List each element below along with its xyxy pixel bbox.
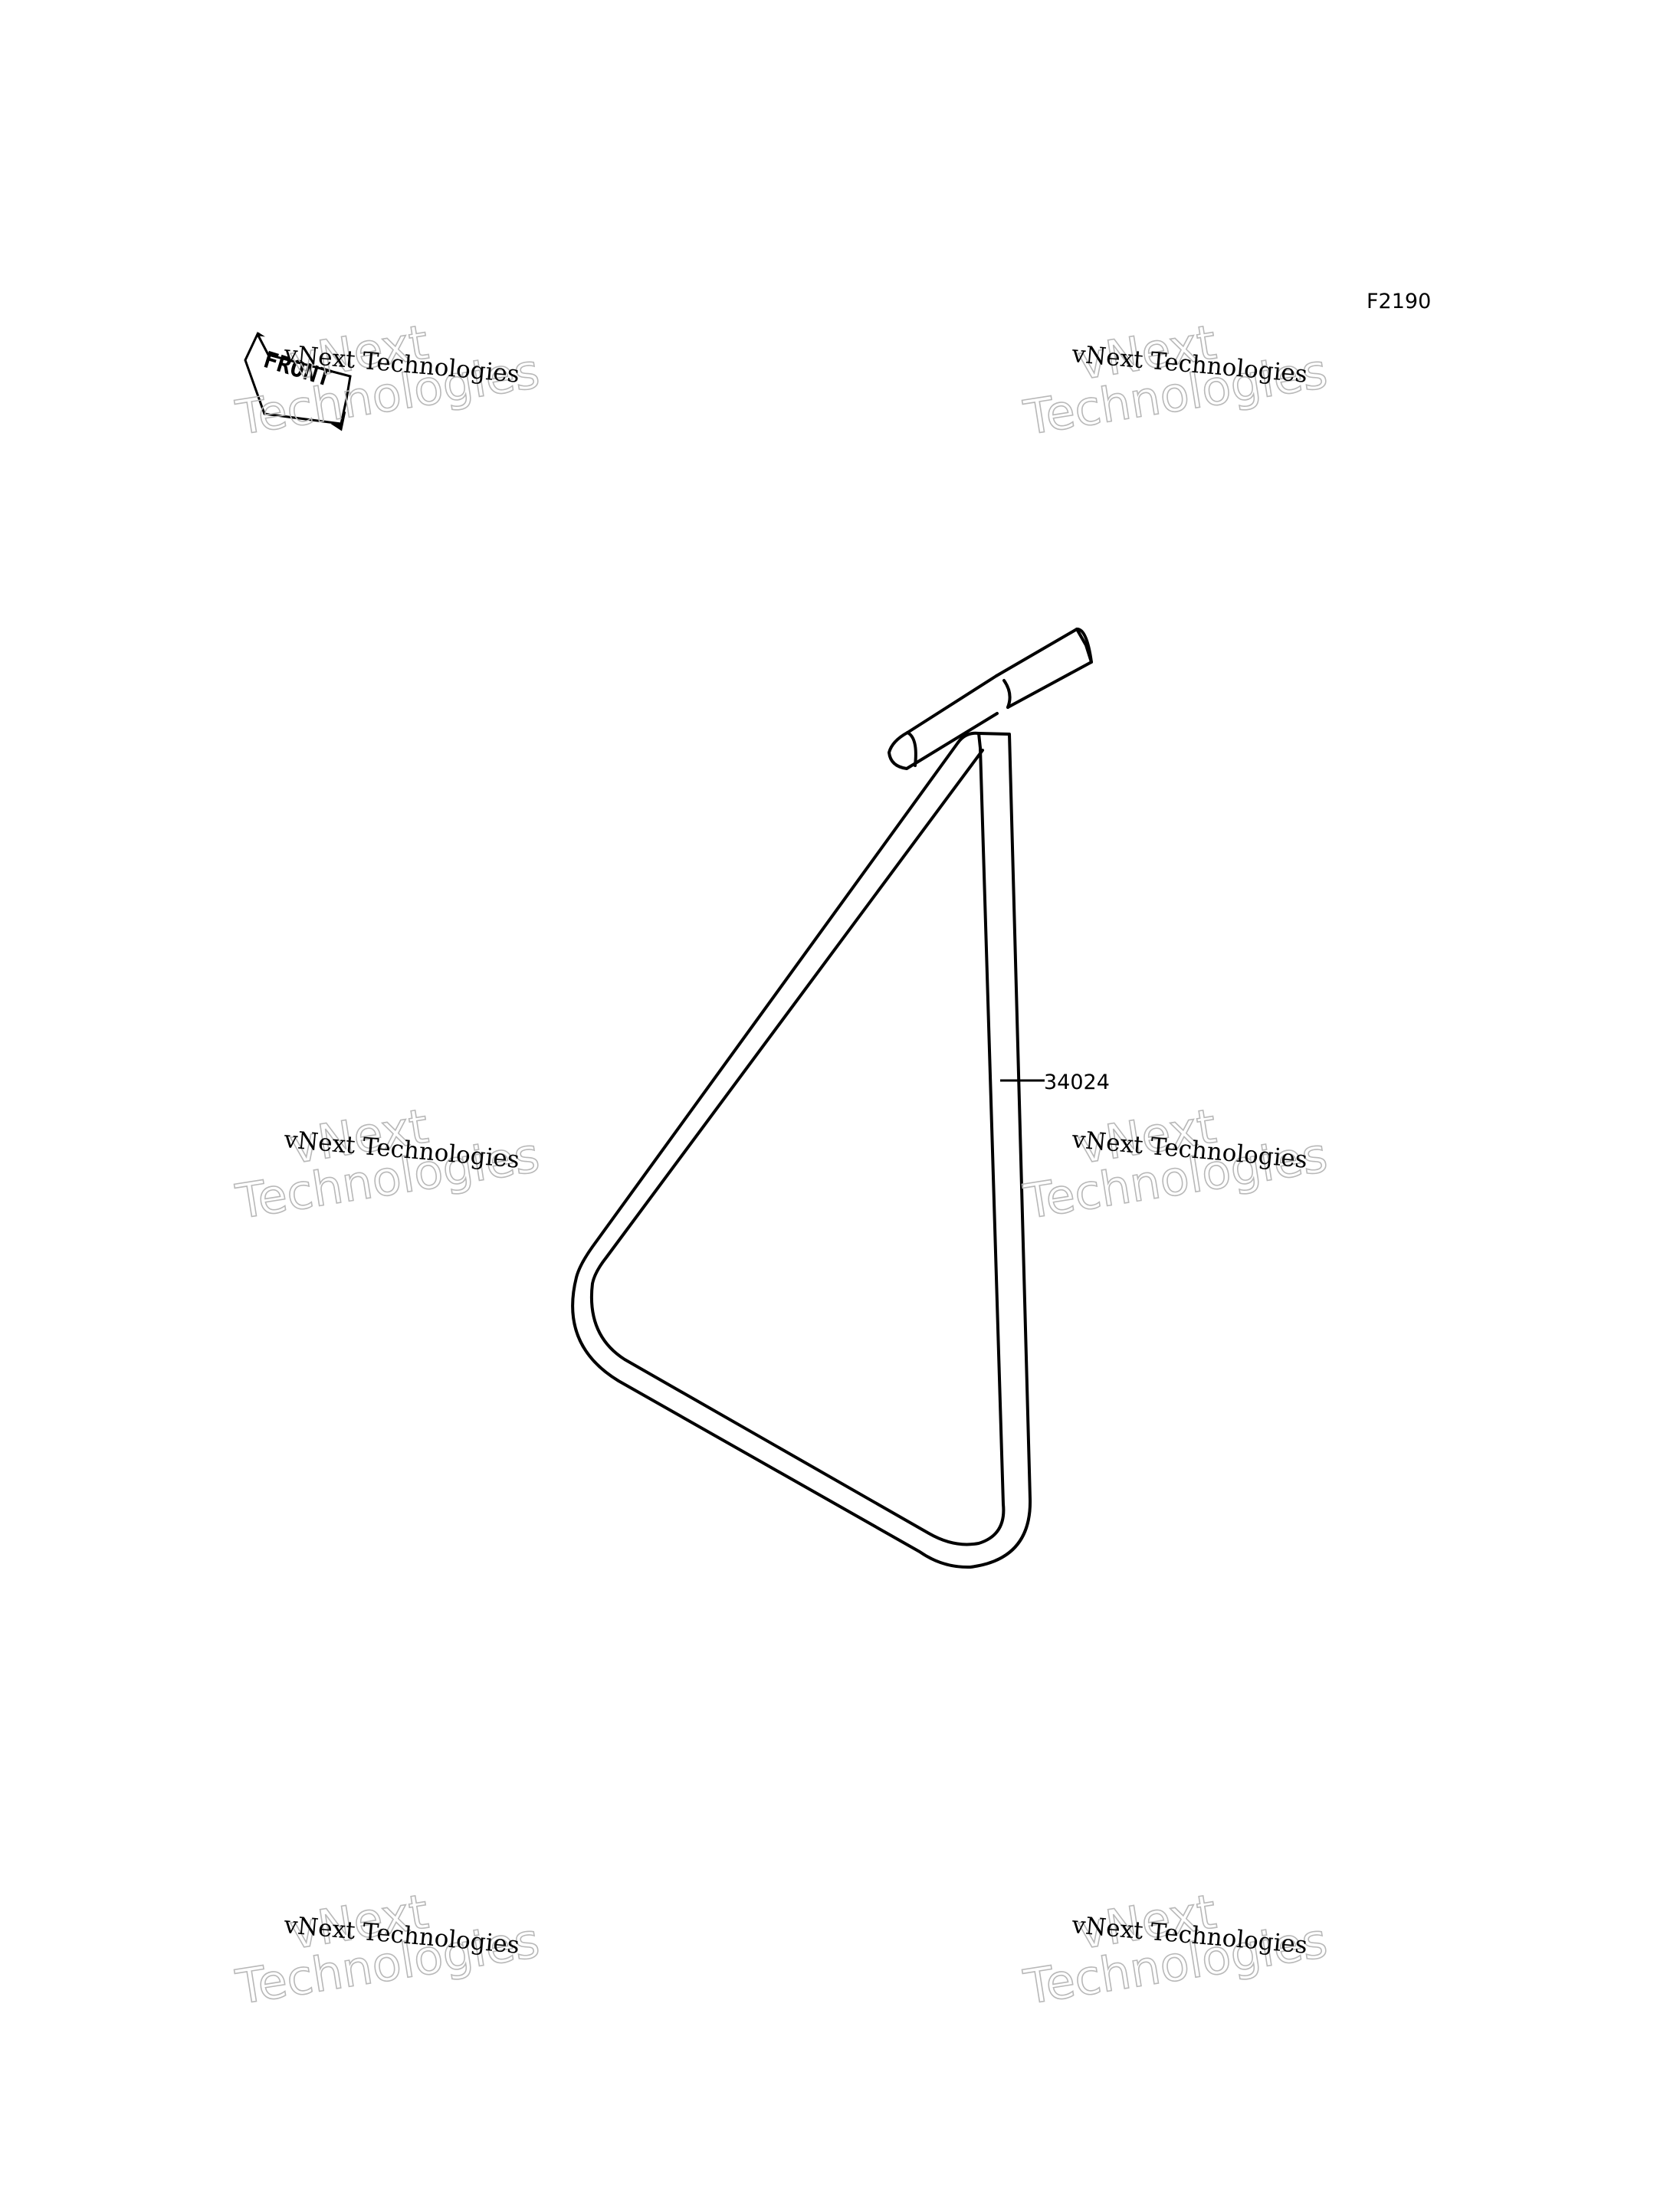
side-stand-drawing (571, 628, 1093, 1569)
front-arrow-icon: FRONT (244, 331, 371, 431)
figure-code: F2190 (1367, 290, 1431, 313)
part-number-34024: 34024 (1044, 1071, 1110, 1094)
